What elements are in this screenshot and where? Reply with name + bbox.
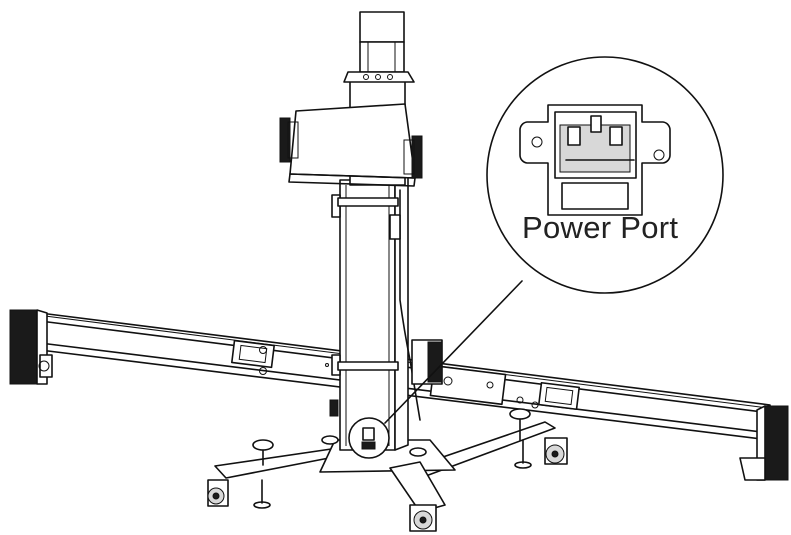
power-port-label: Power Port <box>522 210 679 245</box>
power-port-callout-magnified <box>486 56 724 294</box>
callout-leader-line <box>384 280 523 424</box>
caster-front-left <box>207 479 229 507</box>
left-target-housing <box>9 309 53 385</box>
vertical-column <box>329 171 443 451</box>
power-port-location <box>348 417 390 459</box>
caster-right <box>544 437 568 465</box>
right-target-housing <box>739 405 789 481</box>
display-tray <box>279 103 423 187</box>
caster-front <box>409 504 437 532</box>
